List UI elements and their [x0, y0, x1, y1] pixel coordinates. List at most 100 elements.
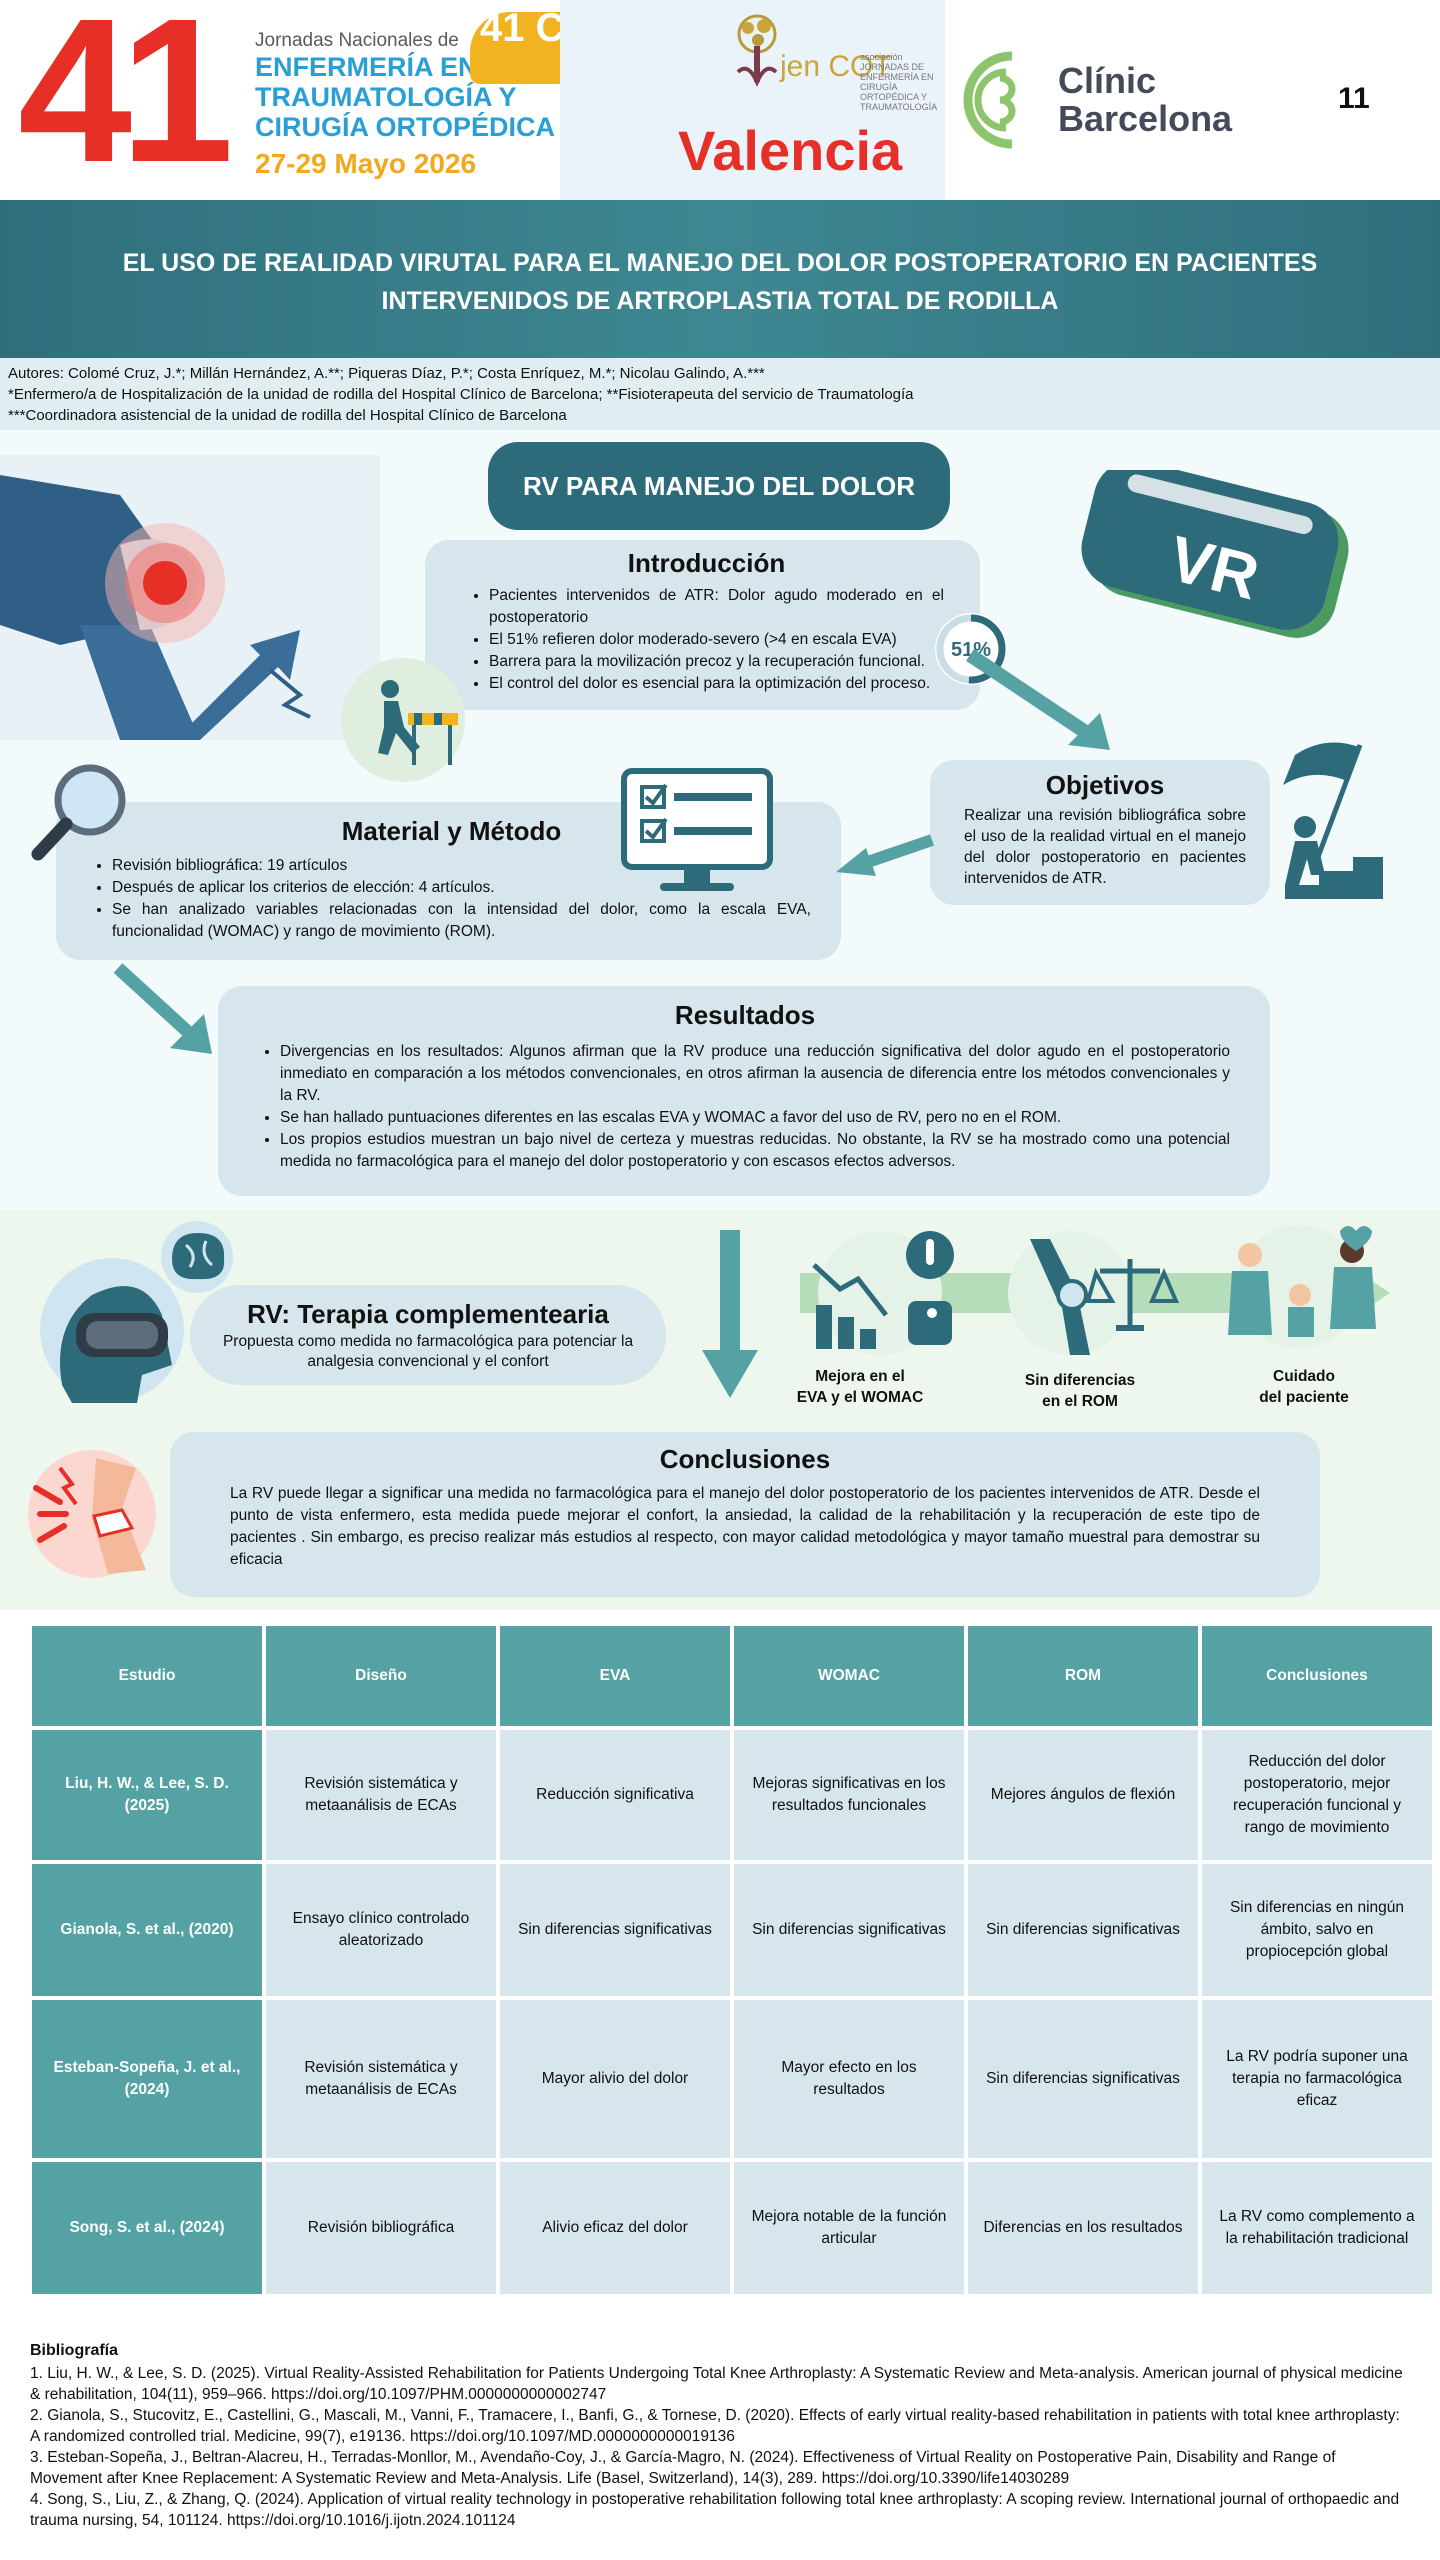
congress-line1: Jornadas Nacionales de	[255, 30, 459, 51]
table-cell: Revisión sistemática y metaanálisis de E…	[266, 2000, 496, 2158]
objetivos-title: Objetivos	[1045, 770, 1165, 800]
terapia-subtitle: Propuesta como medida no farmacológica p…	[222, 1333, 634, 1370]
flow-label-eva: Mejora en el EVA y el WOMAC	[796, 1368, 924, 1406]
table-cell: Esteban-Sopeña, J. et al., (2024)	[32, 2000, 262, 2158]
congress-dates: 27-29 Mayo 2026	[255, 148, 477, 179]
list-item: Pacientes intervenidos de ATR: Dolor agu…	[489, 585, 944, 629]
down-arrow-icon	[702, 1230, 758, 1398]
table-row: Liu, H. W., & Lee, S. D. (2025) Revisión…	[32, 1730, 1432, 1860]
title-band	[0, 200, 1440, 358]
jencot-wordmark: jen COT	[780, 50, 892, 83]
clinic-logo-icon	[963, 51, 1016, 149]
list-item: El control del dolor es esencial para la…	[489, 673, 944, 695]
table-row: Song, S. et al., (2024) Revisión bibliog…	[32, 2162, 1432, 2294]
conclusiones-title: Conclusiones	[659, 1444, 831, 1474]
poster-title: EL USO DE REALIDAD VIRUTAL PARA EL MANEJ…	[122, 249, 1318, 315]
list-item: Barrera para la movilización precoz y la…	[489, 651, 944, 673]
table-cell: Sin diferencias significativas	[968, 2000, 1198, 2158]
list-item: Divergencias en los resultados: Algunos …	[280, 1041, 1230, 1107]
knee-pain-illustration	[0, 455, 380, 740]
knee-pain-icon	[28, 1450, 156, 1578]
table-cell: Sin diferencias significativas	[968, 1864, 1198, 1996]
worker-barrier-icon	[341, 658, 465, 782]
table-cell: La RV podría suponer una terapia no farm…	[1202, 2000, 1432, 2158]
flow-arrow-icon	[836, 834, 934, 876]
affiliation-line: *Enfermero/a de Hospitalización de la un…	[8, 386, 914, 403]
table-cell: Reducción del dolor postoperatorio, mejo…	[1202, 1730, 1432, 1860]
conclusiones-card: Conclusiones La RV puede llegar a signif…	[170, 1432, 1320, 1597]
table-cell: Mejores ángulos de flexión	[968, 1730, 1198, 1860]
column-header: Diseño	[266, 1626, 496, 1726]
resultados-title: Resultados	[674, 1000, 816, 1030]
vr-brain-icon	[40, 1221, 233, 1403]
list-item: Los propios estudios muestran un bajo ni…	[280, 1129, 1230, 1173]
table-cell: La RV como complemento a la rehabilitaci…	[1202, 2162, 1432, 2294]
list-item: El 51% refieren dolor moderado-severo (>…	[489, 629, 944, 651]
table-row: Gianola, S. et al., (2020) Ensayo clínic…	[32, 1864, 1432, 1996]
rv-topic-pill: RV PARA MANEJO DEL DOLOR	[488, 442, 950, 530]
table-cell: Ensayo clínico controlado aleatorizado	[266, 1864, 496, 1996]
bibliography: Bibliografía 1. Liu, H. W., & Lee, S. D.…	[0, 2310, 1440, 2560]
table-cell: Sin diferencias en ningún ámbito, salvo …	[1202, 1864, 1432, 1996]
conclusiones-text: La RV puede llegar a significar una medi…	[230, 1485, 1260, 1568]
terapia-title: RV: Terapia complementearia	[247, 1299, 609, 1329]
flag-goal-icon	[1283, 742, 1383, 899]
poster-number: 11	[1338, 82, 1370, 115]
flow-label-rom: Sin diferencias en el ROM	[1024, 1372, 1136, 1410]
table-cell: Revisión bibliográfica	[266, 2162, 496, 2294]
affiliation-line: ***Coordinadora asistencial de la unidad…	[8, 407, 567, 424]
table-cell: Revisión sistemática y metaanálisis de E…	[266, 1730, 496, 1860]
reference-item: 3. Esteban-Sopeña, J., Beltran-Alacreu, …	[30, 2449, 1336, 2487]
table-cell: Mejoras significativas en los resultados…	[734, 1730, 964, 1860]
table-row: Esteban-Sopeña, J. et al., (2024) Revisi…	[32, 2000, 1432, 2158]
list-item: Después de aplicar los criterios de elec…	[112, 877, 811, 899]
list-item: Se han hallado puntuaciones diferentes e…	[280, 1107, 1230, 1129]
reference-item: 4. Song, S., Liu, Z., & Zhang, Q. (2024)…	[30, 2491, 1400, 2529]
city-name: Valencia	[678, 119, 903, 182]
flow-arrow-icon	[966, 649, 1110, 750]
list-item: Se han analizado variables relacionadas …	[112, 899, 811, 943]
flow-arrow-icon	[113, 963, 212, 1054]
column-header: Estudio	[32, 1626, 262, 1726]
column-header: EVA	[500, 1626, 730, 1726]
material-title: Material y Método	[341, 816, 562, 846]
resultados-card: Resultados Divergencias en los resultado…	[218, 986, 1270, 1196]
vr-headset-icon: VR	[1081, 470, 1349, 638]
material-card: Material y Método Revisión bibliográfica…	[56, 802, 841, 960]
tree-logo-icon	[736, 14, 778, 87]
intro-title: Introducción	[627, 548, 786, 578]
intro-card: Introducción Pacientes intervenidos de A…	[425, 540, 980, 710]
table-cell: Gianola, S. et al., (2020)	[32, 1864, 262, 1996]
results-flow-diagram	[800, 1225, 1390, 1355]
bibliography-title: Bibliografía	[30, 2342, 119, 2359]
list-item: Revisión bibliográfica: 19 artículos	[112, 855, 811, 877]
flow-label-cuidado: Cuidado del paciente	[1259, 1368, 1349, 1406]
resultados-list: Divergencias en los resultados: Algunos …	[260, 1041, 1230, 1173]
jencot-logo-area	[560, 0, 945, 200]
material-list: Revisión bibliográfica: 19 artículos Des…	[92, 855, 811, 943]
authors-block: Autores: Colomé Cruz, J.*; Millán Hernán…	[0, 358, 1440, 430]
jencot-subtitle: asociación JORNADAS DE ENFERMERÍA EN CIR…	[860, 52, 938, 112]
intro-list: Pacientes intervenidos de ATR: Dolor agu…	[469, 585, 944, 695]
table-cell: Mejora notable de la función articular	[734, 2162, 964, 2294]
table-header-row: Estudio Diseño EVA WOMAC ROM Conclusione…	[32, 1626, 1432, 1726]
checklist-monitor-icon	[621, 768, 773, 891]
table-cell: Mayor efecto en los resultados	[734, 2000, 964, 2158]
column-header: Conclusiones	[1202, 1626, 1432, 1726]
objetivos-card: Objetivos Realizar una revisión bibliogr…	[930, 760, 1270, 905]
column-header: WOMAC	[734, 1626, 964, 1726]
table-cell: Diferencias en los resultados	[968, 2162, 1198, 2294]
reference-item: 2. Gianola, S., Stucovitz, E., Castellin…	[30, 2407, 1400, 2445]
edition-number: 41	[18, 0, 234, 205]
table-cell: Liu, H. W., & Lee, S. D. (2025)	[32, 1730, 262, 1860]
poster-header: 41 Jornadas Nacionales de ENFERMERÍA EN …	[0, 0, 1440, 200]
reference-item: 1. Liu, H. W., & Lee, S. D. (2025). Virt…	[30, 2365, 1403, 2403]
clinic-wordmark: Clínic Barcelona	[1058, 60, 1233, 139]
studies-table: Estudio Diseño EVA WOMAC ROM Conclusione…	[28, 1622, 1436, 2298]
table-cell: Alivio eficaz del dolor	[500, 2162, 730, 2294]
column-header: ROM	[968, 1626, 1198, 1726]
studies-table-wrapper: Estudio Diseño EVA WOMAC ROM Conclusione…	[32, 1622, 1432, 2298]
table-cell: Reducción significativa	[500, 1730, 730, 1860]
objetivos-text: Realizar una revisión bibliográfica sobr…	[964, 807, 1246, 887]
table-cell: Sin diferencias significativas	[500, 1864, 730, 1996]
